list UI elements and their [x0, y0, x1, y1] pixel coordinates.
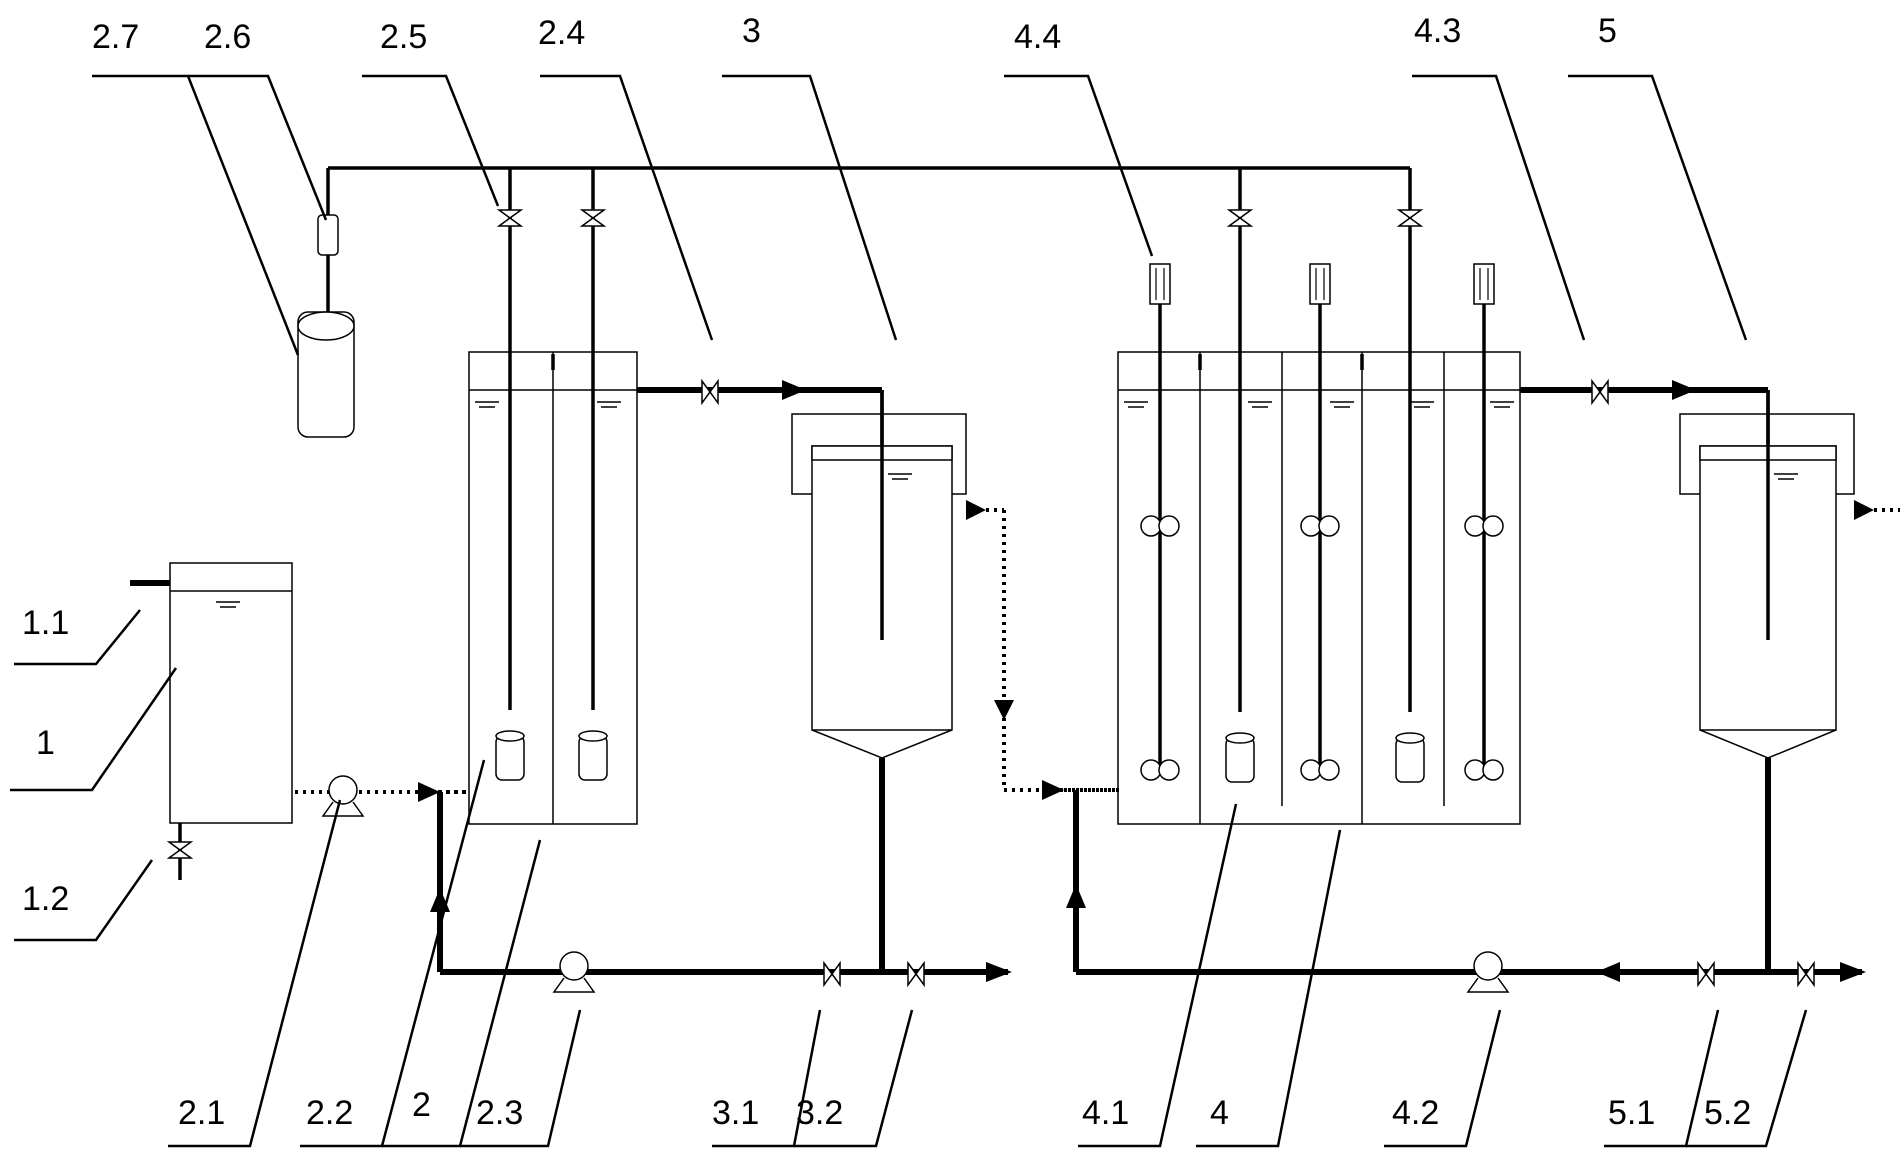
settler-5 — [1679, 390, 1900, 972]
label-2-2: 2.2 — [306, 1094, 353, 1132]
label-2-6: 2.6 — [204, 18, 251, 56]
label-1-1: 1.1 — [22, 604, 69, 642]
label-2-4: 2.4 — [538, 14, 585, 52]
feed-tank — [130, 562, 293, 880]
label-2-1: 2.1 — [178, 1094, 225, 1132]
leader-lines — [10, 74, 1808, 1148]
reactor-4 — [1064, 168, 1521, 825]
reactor-2 — [422, 168, 638, 825]
label-3: 3 — [742, 12, 761, 50]
label-4: 4 — [1210, 1094, 1229, 1132]
return-line-4 — [1066, 790, 1866, 993]
label-5: 5 — [1598, 12, 1617, 50]
labels: 2.7 2.6 2.5 2.4 3 4.4 4.3 5 1.1 1 1.2 2.… — [22, 12, 1751, 1132]
feed-line — [295, 775, 470, 817]
label-4-3: 4.3 — [1414, 12, 1461, 50]
label-2: 2 — [412, 1086, 431, 1124]
label-4-1: 4.1 — [1082, 1094, 1129, 1132]
label-1-2: 1.2 — [22, 880, 69, 918]
settler-3 — [791, 390, 1120, 970]
air-supply — [297, 166, 1410, 438]
return-line-2 — [430, 792, 1012, 993]
label-1: 1 — [36, 724, 55, 762]
label-4-2: 4.2 — [1392, 1094, 1439, 1132]
label-2-3: 2.3 — [476, 1094, 523, 1132]
label-3-2: 3.2 — [796, 1094, 843, 1132]
label-3-1: 3.1 — [712, 1094, 759, 1132]
label-5-2: 5.2 — [1704, 1094, 1751, 1132]
label-2-7: 2.7 — [92, 18, 139, 56]
label-4-4: 4.4 — [1014, 18, 1061, 56]
label-5-1: 5.1 — [1608, 1094, 1655, 1132]
label-2-5: 2.5 — [380, 18, 427, 56]
